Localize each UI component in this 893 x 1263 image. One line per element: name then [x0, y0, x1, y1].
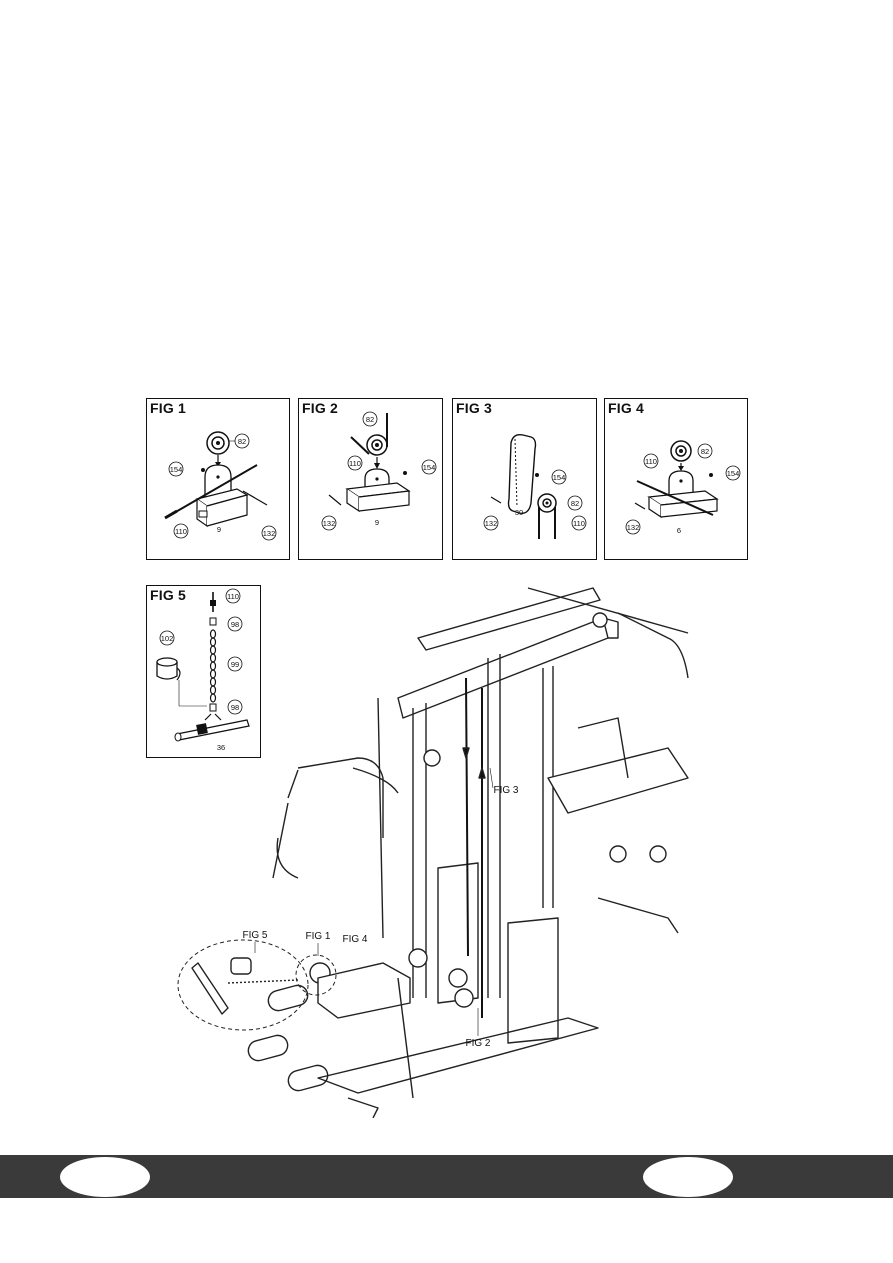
label-fig4: FIG 4: [342, 934, 367, 945]
callout-82: 82: [571, 499, 579, 508]
fig3-drawing: 154 82 132 30 110: [483, 433, 587, 539]
label-fig1: FIG 1: [305, 931, 330, 942]
callout-82: 82: [701, 447, 709, 456]
fig5-title: FIG 5: [150, 587, 187, 603]
callout-98: 98: [231, 620, 239, 629]
callout-82: 82: [366, 415, 374, 424]
callout-110: 110: [349, 459, 361, 468]
callout-circle: [234, 433, 250, 449]
page-number-oval-left: [60, 1157, 150, 1197]
fig3-title: FIG 3: [456, 400, 493, 416]
fig4-title: FIG 4: [608, 400, 645, 416]
callout-154: 154: [727, 469, 740, 478]
label-fig2: FIG 2: [465, 1038, 490, 1049]
callout-154: 154: [553, 473, 566, 482]
callout-9: 9: [375, 518, 379, 527]
fig2-panel: FIG 2 82 110 154 132 9: [298, 398, 443, 560]
fig4-panel: FIG 4 110 82 154 132 6: [604, 398, 748, 560]
callout-30: 30: [515, 508, 523, 517]
callout-154: 154: [423, 463, 436, 472]
callout-132: 132: [627, 523, 640, 532]
gym-assembly-drawing: FIG 5 FIG 1 FIG 4 FIG 3 FIG 2: [177, 587, 689, 1118]
label-fig3: FIG 3: [493, 785, 518, 796]
callout-110: 110: [175, 527, 187, 536]
callout-110: 110: [573, 519, 585, 528]
fig4-drawing: 110 82 154 132 6: [625, 440, 741, 535]
fig5-panel: FIG 5 110 98 102 99 98: [146, 585, 261, 758]
callout-132: 132: [263, 529, 276, 538]
fig1-title: FIG 1: [150, 400, 187, 416]
callout-99: 99: [231, 660, 239, 669]
fig2-drawing: 82 110 154 132 9: [321, 411, 437, 531]
callout-154: 154: [170, 465, 183, 474]
callout-9: 9: [217, 525, 221, 534]
callout-6: 6: [677, 526, 681, 535]
page-number-oval-right: [643, 1157, 733, 1197]
callout-102: 102: [161, 634, 174, 643]
fig3-panel: FIG 3 154 82 132 30 110: [452, 398, 597, 560]
fig1-drawing: 82 154 110 9 132: [164, 431, 277, 541]
label-fig5: FIG 5: [242, 930, 267, 941]
callout-82: 82: [238, 437, 246, 446]
callout-132: 132: [485, 519, 498, 528]
callout-132: 132: [323, 519, 336, 528]
callout-36: 36: [217, 743, 225, 752]
fig1-panel: FIG 1 82 154 110 9 132: [146, 398, 290, 560]
callout-98-lower: 98: [231, 703, 239, 712]
fig5-drawing: 110 98 102 99 98 36: [156, 588, 250, 752]
callout-110: 110: [645, 457, 657, 466]
fig2-title: FIG 2: [302, 400, 339, 416]
callout-110: 110: [227, 592, 239, 601]
